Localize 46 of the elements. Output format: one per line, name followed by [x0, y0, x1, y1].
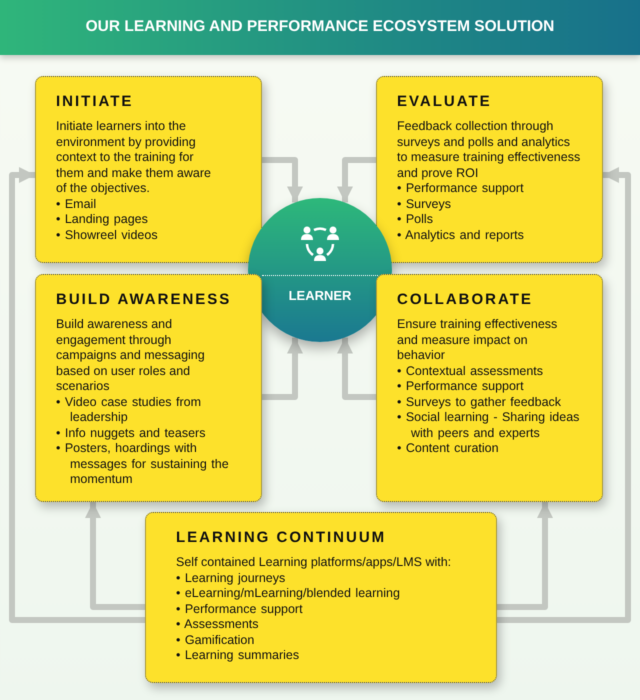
bullet-item: • Performance support	[176, 602, 304, 617]
bullet-item: • Assessments	[176, 617, 260, 632]
bullet-item: • Learning summaries	[176, 648, 300, 664]
description-text: Initiate learners into the environment by providing context to the training for them and make them aware of the objectives.	[56, 119, 212, 196]
bullet-item: • Learning journeys	[176, 570, 286, 586]
card-heading: LEARNING CONTINUUM	[176, 529, 386, 546]
bullet-item: • Social learning - Sharing ideas with peers and experts	[397, 410, 580, 441]
bullet-item: • Performance support	[397, 181, 525, 196]
bullet-item: • Email	[56, 196, 98, 212]
bullet-item: • Landing pages	[56, 212, 149, 228]
bullet-item: • Gamification	[176, 632, 256, 648]
arrow	[497, 502, 553, 610]
stage-card	[35, 274, 262, 502]
card-heading: BUILD AWARENESS	[56, 291, 232, 308]
bullet-item: • Content curation	[397, 441, 500, 456]
card-heading: INITIATE	[56, 93, 134, 110]
stage-card	[35, 76, 262, 263]
bullet-item: • Analytics and reports	[397, 228, 525, 243]
arrow	[497, 167, 631, 623]
bullet-item: • Performance support	[397, 379, 525, 394]
circle-label: LEARNER	[288, 288, 352, 303]
arrow	[337, 338, 376, 400]
bullet-item: • Polls	[397, 212, 434, 228]
card-heading: COLLABORATE	[397, 291, 533, 308]
arrow	[9, 167, 145, 623]
description-text: Build awareness and engagement through campaigns and messaging based on user roles and scenarios	[56, 317, 206, 394]
stage-card	[376, 274, 603, 502]
bullet-item: • Info nuggets and teasers	[56, 426, 206, 441]
description-text: Self contained Learning platforms/apps/LMS with:	[176, 555, 452, 570]
description-text: Ensure training effectiveness and measure impact on behavior	[397, 317, 558, 364]
card-heading: EVALUATE	[397, 93, 492, 110]
stage-card	[376, 76, 603, 263]
bullet-item: • Surveys to gather feedback	[397, 394, 562, 410]
arrow	[262, 338, 303, 400]
bullet-item: • Showreel videos	[56, 228, 159, 243]
arrow	[85, 502, 145, 610]
bullet-item: • Surveys	[397, 196, 452, 212]
arrow	[262, 157, 303, 202]
feature-card	[145, 512, 497, 683]
arrow	[337, 157, 376, 202]
description-text: Feedback collection through surveys and polls and analytics to measure training effectiveness and prove ROI	[397, 119, 582, 181]
bullet-item: • Video case studies from leadership	[56, 394, 202, 426]
title-text: OUR LEARNING AND PERFORMANCE ECOSYSTEM SOLUTION	[84, 18, 556, 36]
bullet-item: • Posters, hoardings with messages for sustaining the momentum	[56, 441, 230, 488]
bullet-item: • eLearning/mLearning/blended learning	[176, 586, 401, 602]
bullet-item: • Contextual assessments	[397, 364, 544, 379]
